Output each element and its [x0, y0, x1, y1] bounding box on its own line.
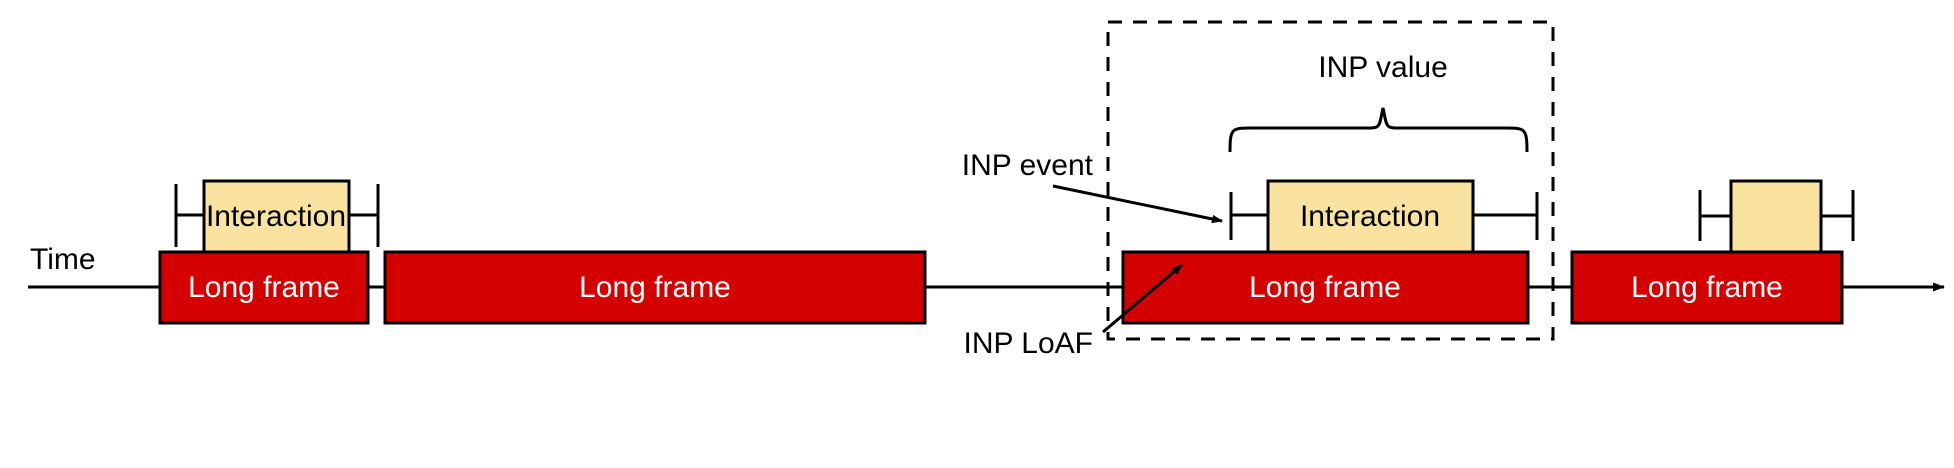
inp-loaf-annotation: INP LoAF [963, 263, 1183, 360]
long-frame-4-rect [1570, 250, 1844, 325]
interaction-1-rect [202, 179, 351, 254]
time-axis: Time [28, 243, 1945, 292]
inp-value-annotation: INP value [1228, 51, 1529, 153]
inp-loaf-label: INP LoAF [963, 327, 1093, 360]
time-axis-label: Time [30, 243, 96, 276]
interaction-2-label: Interaction [1300, 200, 1440, 233]
interaction-1-label: Interaction [206, 200, 346, 233]
long-frame-2-label: Long frame [579, 271, 731, 304]
long-frame-3-label: Long frame [1249, 271, 1401, 304]
long-frame-3: Long frame [1121, 250, 1530, 325]
interaction-3-rect [1729, 179, 1823, 254]
long-frame-4-label: Long frame [1631, 271, 1783, 304]
interaction-1-group: Interaction [174, 179, 380, 254]
long-frame-1-label: Long frame [188, 271, 340, 304]
inp-event-annotation: INP event [962, 149, 1223, 224]
long-frame-3-rect [1121, 250, 1530, 325]
long-frame-2-rect [383, 250, 927, 325]
inp-loaf-leader-arrow [1102, 263, 1183, 334]
interaction-3-group [1698, 179, 1855, 254]
interaction-2-rect [1266, 179, 1475, 254]
interaction-2-group: Interaction [1229, 179, 1539, 254]
inp-event-leader-arrow [1052, 184, 1223, 224]
inp-event-label: INP event [962, 149, 1094, 182]
long-frame-4: Long frame [1570, 250, 1844, 325]
long-frame-2: Long frame [383, 250, 927, 325]
inp-value-brace [1228, 107, 1529, 153]
inp-value-label: INP value [1318, 51, 1448, 84]
inp-dashed-region [1106, 20, 1555, 341]
long-frame-1: Long frame [158, 250, 370, 325]
